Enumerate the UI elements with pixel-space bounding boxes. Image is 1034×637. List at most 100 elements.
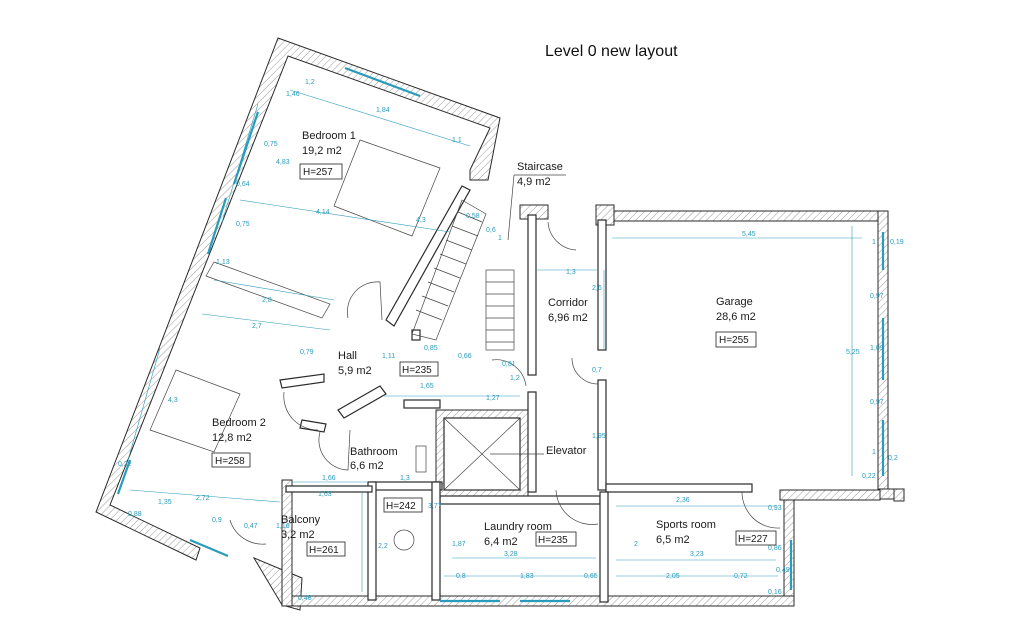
room-name: Bedroom 1 [302,130,356,142]
room-height: H=257 [303,167,333,178]
dim-label: 0,16 [768,589,782,596]
dim-label: 0,66 [458,353,472,360]
room-staircase: Staircase 4,9 m2 [507,161,566,241]
dim-label: 5,45 [742,231,756,238]
room-laundry: Laundry room 6,4 m2 H=235 [484,521,577,548]
dim-label: 0,86 [768,545,782,552]
dim-label: 5,25 [846,349,860,356]
dim-label: 0,2 [888,455,898,462]
dim-label: 0,75 [236,221,250,228]
dim-label: 0,9 [212,517,222,524]
plan-title: Level 0 new layout [545,43,678,60]
room-area: 6,4 m2 [484,536,518,548]
room-area: 19,2 m2 [302,145,342,157]
dim-label: 4,14 [316,209,330,216]
dim-label: 0,88 [128,511,142,518]
room-height: H=255 [719,335,749,346]
dim-label: 1,63 [318,491,332,498]
dim-label: 0,97 [870,399,884,406]
dim-label: 1,1 [452,137,462,144]
dim-label: 1 [498,235,502,242]
room-name: Staircase [517,161,563,173]
room-name: Corridor [548,297,588,309]
dim-label: 3,28 [504,551,518,558]
dim-label: 1,09 [870,345,884,352]
room-name: Balcony [281,514,321,526]
room-name: Hall [338,350,357,362]
dim-label: 1,66 [322,475,336,482]
dim-label: 1,87 [452,541,466,548]
room-area: 6,5 m2 [656,534,690,546]
room-hall: Hall 5,9 m2 H=235 [338,350,439,377]
dim-label: 4,3 [416,217,426,224]
dim-label: 1 [872,449,876,456]
dim-label: 1,65 [420,383,434,390]
dim-label: 2,36 [676,497,690,504]
room-bedroom-1: Bedroom 1 19,2 m2 H=257 [299,130,356,180]
room-name: Bathroom [350,446,398,458]
room-name: Elevator [546,445,587,457]
dim-label: 3,23 [690,551,704,558]
staircase-steps [411,199,515,351]
room-area: 6,96 m2 [548,312,588,324]
room-height: H=227 [738,534,768,545]
dimension-labels: 1,2 1,46 1,84 0,75 4,83 0,64 0,75 1,1 4,… [118,79,904,602]
dim-label: 0,93 [768,505,782,512]
room-area: 5,9 m2 [338,365,372,377]
room-height: H=235 [402,365,432,376]
dim-label: 2,8 [262,297,272,304]
dim-label: 1,46 [286,91,300,98]
dim-label: 1,2 [305,79,315,86]
room-garage: Garage 28,6 m2 H=255 [715,296,757,348]
dim-label: 0,58 [466,213,480,220]
dim-label: 2,7 [252,323,262,330]
dim-label: 2 [634,541,638,548]
interior-walls [279,185,753,603]
dim-label: 0,79 [300,349,314,356]
dim-label: 0,72 [734,573,748,580]
dimension-lines [127,89,862,592]
dim-label: 3,77 [428,503,442,510]
dim-label: 0,49 [776,567,790,574]
room-name: Sports room [656,519,716,531]
dim-label: 1,83 [520,573,534,580]
dim-label: 2,72 [196,495,210,502]
dim-label: 0,6 [486,227,496,234]
dim-label: 0,22 [862,473,876,480]
room-name: Bedroom 2 [212,417,266,429]
dim-label: 0,81 [502,361,516,368]
windows [116,66,885,603]
room-height: H=261 [309,545,339,556]
dim-label: 4,3 [168,397,178,404]
dim-label: 1,13 [216,259,230,266]
dim-label: 0,85 [424,345,438,352]
dim-label: 1,84 [376,107,390,114]
dim-label: 0,22 [118,461,132,468]
room-balcony: Balcony 3,2 m2 H=261 [281,514,346,557]
dim-label: 2,05 [666,573,680,580]
furniture [149,139,441,551]
room-height: H=242 [386,501,416,512]
dim-label: 0,64 [236,181,250,188]
dim-label: 0,75 [264,141,278,148]
dim-label: 1,27 [486,395,500,402]
dim-label: 1,11 [382,353,395,360]
room-bedroom-2: Bedroom 2 12,8 m2 H=258 [211,417,266,468]
drain-icon [393,529,415,551]
room-name: Garage [716,296,753,308]
dim-label: 1,16 [276,523,290,530]
room-area: 28,6 m2 [716,311,756,323]
room-sports: Sports room 6,5 m2 H=227 [656,519,777,546]
dim-label: 0,8 [456,573,466,580]
dim-label: 0,7 [592,367,602,374]
dim-label: 1,95 [592,433,606,440]
room-name: Laundry room [484,521,552,533]
dim-label: 2,2 [378,543,388,550]
room-labels: Bedroom 1 19,2 m2 H=257 Staircase 4,9 m2… [211,130,777,557]
dim-label: 0,47 [244,523,258,530]
room-area: 12,8 m2 [212,432,252,444]
dim-label: 4,83 [276,159,290,166]
room-area: 4,9 m2 [517,176,551,188]
dim-label: 1,3 [400,475,410,482]
